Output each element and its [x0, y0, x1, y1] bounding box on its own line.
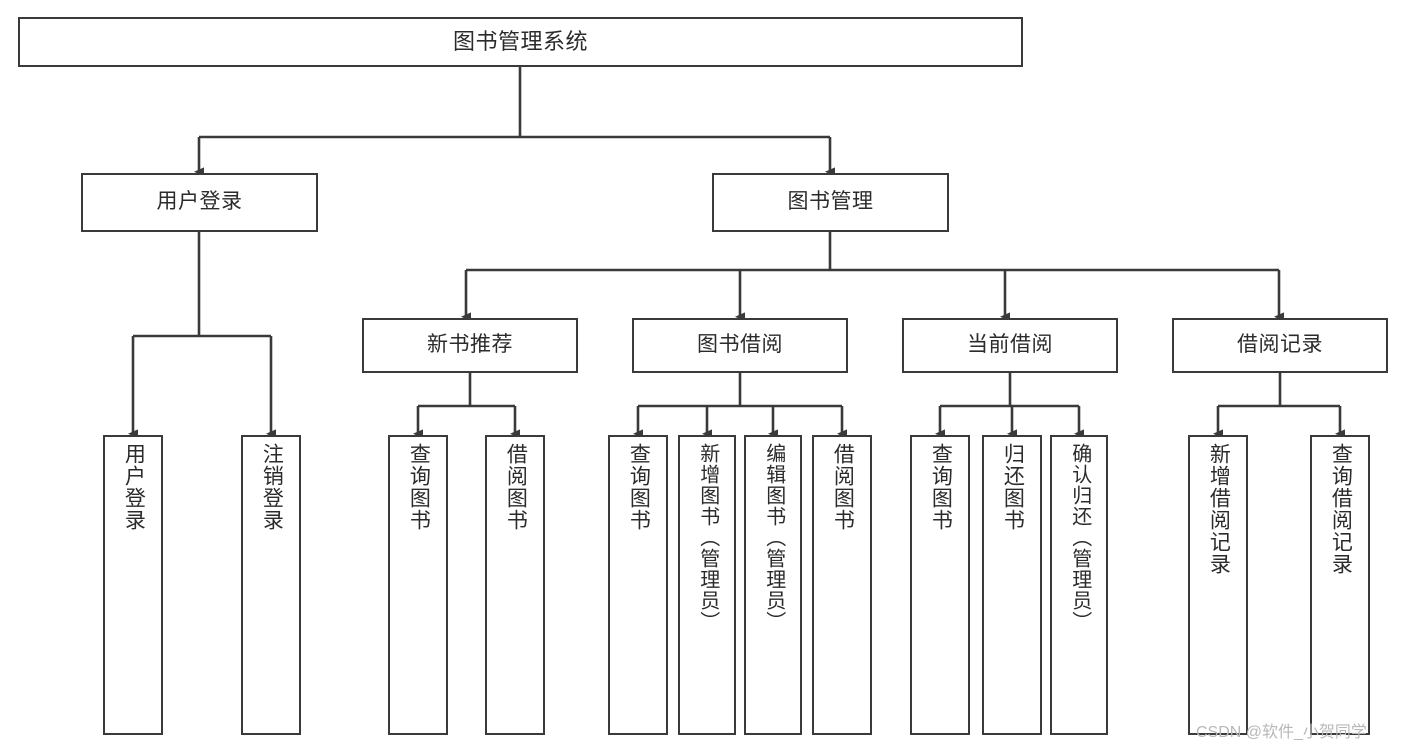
- node-label-borrow-record: 借阅记录: [1237, 333, 1323, 357]
- node-current-borrow[interactable]: 当前借阅: [902, 318, 1118, 373]
- node-root[interactable]: 图书管理系统: [18, 17, 1023, 67]
- node-label-book-borrow: 图书借阅: [697, 333, 783, 357]
- node-leaf-borrow-query[interactable]: 查询图书: [608, 435, 668, 735]
- node-book-admin[interactable]: 图书管理: [712, 173, 949, 232]
- node-leaf-borrow-add[interactable]: 新增图书（管理员）: [678, 435, 736, 735]
- node-label-new-book-rec: 新书推荐: [427, 333, 513, 357]
- node-label-book-admin: 图书管理: [787, 190, 874, 214]
- node-leaf-rec-search[interactable]: 查询借阅记录: [1310, 435, 1370, 735]
- node-label-leaf-cur-return: 归还图书: [1001, 443, 1025, 531]
- node-leaf-borrow-edit[interactable]: 编辑图书（管理员）: [744, 435, 802, 735]
- node-borrow-record[interactable]: 借阅记录: [1172, 318, 1388, 373]
- node-leaf-rec-borrow[interactable]: 借阅图书: [485, 435, 545, 735]
- node-leaf-borrow-lend[interactable]: 借阅图书: [812, 435, 872, 735]
- node-leaf-cur-return[interactable]: 归还图书: [982, 435, 1042, 735]
- node-label-current-borrow: 当前借阅: [967, 333, 1053, 357]
- node-label-leaf-cur-confirm: 确认归还（管理员）: [1068, 443, 1091, 632]
- node-leaf-cur-query[interactable]: 查询图书: [910, 435, 970, 735]
- node-label-root: 图书管理系统: [452, 28, 588, 54]
- node-new-book-rec[interactable]: 新书推荐: [362, 318, 578, 373]
- csdn-watermark: CSDN @软件_小贺同学: [1196, 724, 1367, 741]
- node-leaf-user-logout[interactable]: 注销登录: [241, 435, 301, 735]
- node-user-login[interactable]: 用户登录: [81, 173, 318, 232]
- node-book-borrow[interactable]: 图书借阅: [632, 318, 848, 373]
- node-label-leaf-cur-query: 查询图书: [929, 443, 953, 531]
- node-label-leaf-user-login: 用户登录: [122, 443, 146, 531]
- node-label-leaf-rec-search: 查询借阅记录: [1329, 443, 1353, 575]
- node-label-leaf-borrow-lend: 借阅图书: [831, 443, 855, 531]
- node-label-user-login: 用户登录: [156, 190, 243, 214]
- node-label-leaf-rec-borrow: 借阅图书: [504, 443, 528, 531]
- node-label-leaf-rec-add: 新增借阅记录: [1207, 443, 1231, 575]
- node-label-leaf-borrow-query: 查询图书: [627, 443, 651, 531]
- node-label-leaf-rec-query: 查询图书: [407, 443, 431, 531]
- node-leaf-cur-confirm[interactable]: 确认归还（管理员）: [1050, 435, 1108, 735]
- node-label-leaf-borrow-edit: 编辑图书（管理员）: [762, 443, 785, 632]
- node-label-leaf-borrow-add: 新增图书（管理员）: [696, 443, 719, 632]
- node-leaf-rec-query[interactable]: 查询图书: [388, 435, 448, 735]
- node-label-leaf-user-logout: 注销登录: [260, 443, 284, 531]
- node-leaf-user-login[interactable]: 用户登录: [103, 435, 163, 735]
- node-leaf-rec-add[interactable]: 新增借阅记录: [1188, 435, 1248, 735]
